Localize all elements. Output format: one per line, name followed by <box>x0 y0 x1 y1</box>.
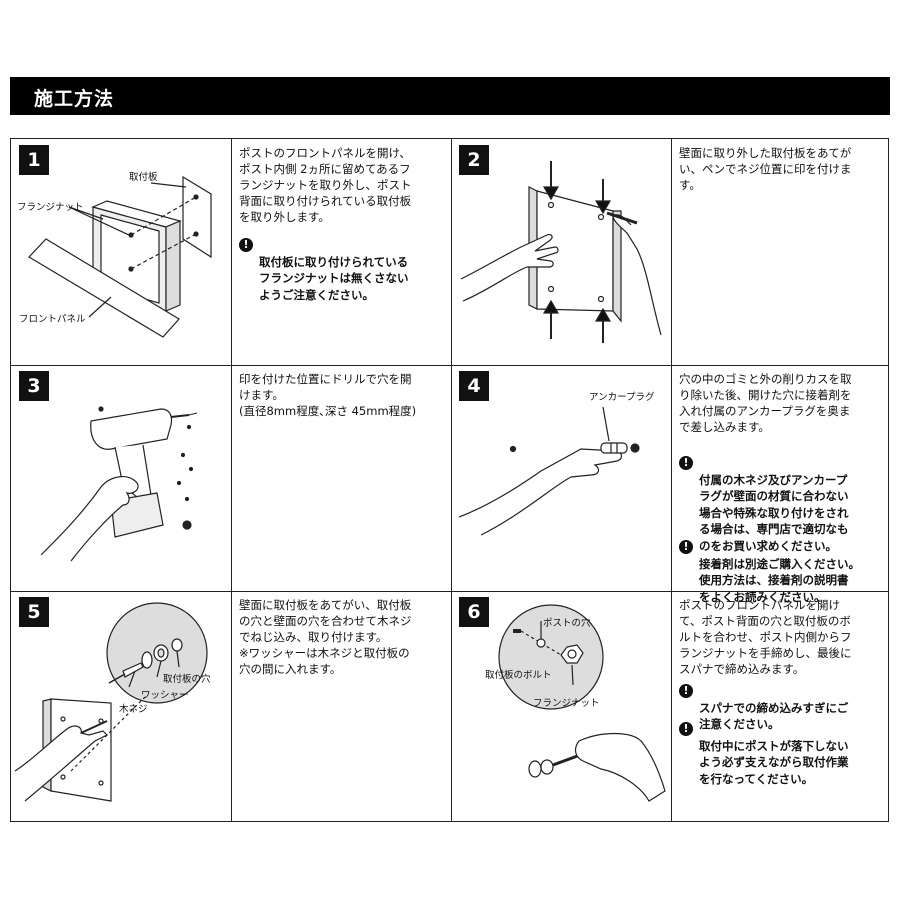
step5-description: 壁面に取付板をあてがい、取付板 の穴と壁面の穴を合わせて木ネジ でねじ込み、取り… <box>239 597 444 677</box>
label-flange-nut: フランジナット <box>17 199 84 213</box>
step1-warning: !取付板に取り付けられている フランジナットは無くさない ようご注意ください。 <box>239 237 449 303</box>
step3-illustration <box>11 365 231 591</box>
step4-description: 穴の中のゴミと外の削りカスを取 り除いた後、開けた穴に接着剤を 入れ付属のアンカ… <box>679 371 884 435</box>
section-header: 施工方法 <box>10 77 890 115</box>
step1-illustration <box>11 139 231 365</box>
label-plate-bolt: 取付板のボルト <box>485 667 552 681</box>
exclamation-icon: ! <box>679 540 693 554</box>
step3-description: 印を付けた位置にドリルで穴を開 けます。 (直径8mm程度､深さ 45mm程度) <box>239 371 444 419</box>
column-divider <box>231 139 232 821</box>
label-wood-screw: 木ネジ <box>119 701 148 715</box>
step4-warning-2: !接着剤は別途ご購入ください。 使用方法は、接着剤の説明書 をよくお読みください… <box>679 539 899 605</box>
label-post-hole: ポストの穴 <box>543 615 591 629</box>
exclamation-icon: ! <box>679 456 693 470</box>
step1-description: ポストのフロントパネルを開け、 ポスト内側 2ヵ所に留めてあるフ ランジナットを… <box>239 145 444 225</box>
exclamation-icon: ! <box>679 722 693 736</box>
exclamation-icon: ! <box>679 684 693 698</box>
instruction-grid: 1 取付板 フランジナット フロントパネル ポストのフロン <box>10 138 889 822</box>
column-divider <box>671 139 672 821</box>
section-title: 施工方法 <box>34 84 114 111</box>
label-flange-nut-6: フランジナット <box>533 695 600 709</box>
step6-description: ポストのフロントパネルを開け て、ポスト背面の穴と取付板のボ ルトを合わせ、ポス… <box>679 597 884 677</box>
step6-warning-2: !取付中にポストが落下しない よう必ず支えながら取付作業 を行なってください。 <box>679 721 899 787</box>
label-front-panel: フロントパネル <box>19 311 86 325</box>
label-plate-hole: 取付板の穴 <box>163 671 211 685</box>
step2-illustration <box>451 139 671 365</box>
step2-description: 壁面に取り外した取付板をあてが い、ペンでネジ位置に印を付けま す。 <box>679 145 884 193</box>
exclamation-icon: ! <box>239 238 253 252</box>
label-mounting-plate: 取付板 <box>129 169 158 183</box>
label-washer: ワッシャー <box>141 687 189 701</box>
label-anchor-plug: アンカープラグ <box>589 389 655 403</box>
